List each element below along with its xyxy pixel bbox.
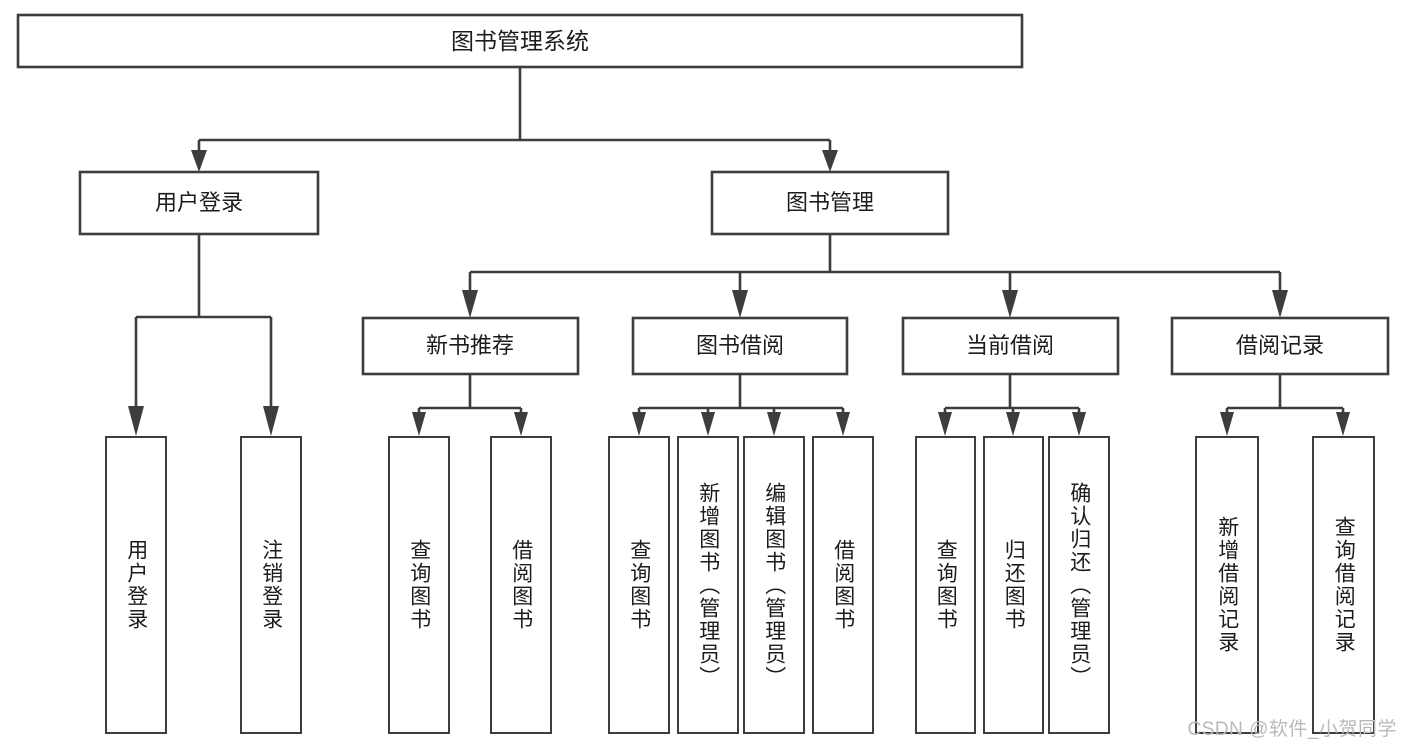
leaf-borrowrecord-add-record[interactable]: 新增借阅记录 [1195, 436, 1259, 734]
leaf-currentborrow-confirm-return-admin-label: 确认归还（管理员） [1067, 481, 1091, 689]
leaf-user-login-label: 用户登录 [124, 539, 148, 631]
nodes-layer: 图书管理系统 用户登录 图书管理 新书推荐 图书借阅 当前借阅 借阅记录 [16, 13, 1390, 376]
leaf-currentborrow-return-book-label: 归还图书 [1002, 539, 1026, 631]
arrow-to-leaf-user-login [128, 406, 144, 436]
arrow-to-book-borrow [732, 290, 748, 318]
edges-layer [128, 67, 1350, 436]
arrow-to-newbook-leaf-1 [412, 412, 426, 436]
leaf-currentborrow-query-book[interactable]: 查询图书 [915, 436, 976, 734]
leaf-bookborrow-edit-book-admin-label: 编辑图书（管理员） [762, 481, 786, 689]
node-borrow-record[interactable]: 借阅记录 [1170, 316, 1390, 376]
leaf-borrowrecord-query-record-label: 查询借阅记录 [1332, 516, 1356, 654]
arrow-to-bookborrow-leaf-2 [701, 412, 715, 436]
leaf-newbook-borrow-book[interactable]: 借阅图书 [490, 436, 552, 734]
leaf-logout-login[interactable]: 注销登录 [240, 436, 302, 734]
leaf-logout-login-label: 注销登录 [259, 539, 283, 631]
node-user-login-label: 用户登录 [155, 190, 243, 215]
arrow-to-bookborrow-leaf-4 [836, 412, 850, 436]
arrow-to-currentborrow-leaf-2 [1006, 412, 1020, 436]
arrow-to-borrowrecord-leaf-2 [1336, 412, 1350, 436]
leaf-bookborrow-edit-book-admin[interactable]: 编辑图书（管理员） [743, 436, 805, 734]
leaf-borrowrecord-query-record[interactable]: 查询借阅记录 [1312, 436, 1375, 734]
leaf-bookborrow-add-book-admin-label: 新增图书（管理员） [696, 481, 720, 689]
leaf-bookborrow-borrow-book[interactable]: 借阅图书 [812, 436, 874, 734]
node-book-management-box[interactable] [710, 170, 950, 236]
arrow-to-new-book-recommend [462, 290, 478, 318]
arrow-to-leaf-logout [263, 406, 279, 436]
leaf-currentborrow-confirm-return-admin[interactable]: 确认归还（管理员） [1048, 436, 1110, 734]
leaf-borrowrecord-add-record-label: 新增借阅记录 [1215, 516, 1239, 654]
node-root-label: 图书管理系统 [451, 28, 589, 54]
leaf-bookborrow-borrow-book-label: 借阅图书 [831, 539, 855, 631]
leaf-currentborrow-return-book[interactable]: 归还图书 [983, 436, 1044, 734]
arrow-to-newbook-leaf-2 [514, 412, 528, 436]
arrow-to-borrow-record [1272, 290, 1288, 318]
leaf-newbook-query-book-label: 查询图书 [407, 539, 431, 631]
node-new-book-recommend[interactable]: 新书推荐 [361, 316, 580, 376]
leaf-bookborrow-add-book-admin[interactable]: 新增图书（管理员） [677, 436, 739, 734]
leaf-newbook-borrow-book-label: 借阅图书 [509, 539, 533, 631]
leaf-bookborrow-query-book[interactable]: 查询图书 [608, 436, 670, 734]
node-root-book-management-system[interactable]: 图书管理系统 [16, 13, 1024, 69]
node-book-management[interactable]: 图书管理 [710, 170, 950, 236]
node-book-borrow[interactable]: 图书借阅 [631, 316, 849, 376]
arrow-to-currentborrow-leaf-1 [938, 412, 952, 436]
node-current-borrow-label: 当前借阅 [966, 333, 1054, 358]
leaf-bookborrow-query-book-label: 查询图书 [627, 539, 651, 631]
leaf-user-login[interactable]: 用户登录 [105, 436, 167, 734]
arrow-to-user-login [191, 150, 207, 172]
arrow-to-currentborrow-leaf-3 [1072, 412, 1086, 436]
arrow-to-bookborrow-leaf-1 [632, 412, 646, 436]
node-new-book-recommend-box[interactable] [361, 316, 580, 376]
arrow-to-current-borrow [1002, 290, 1018, 318]
leaf-newbook-query-book[interactable]: 查询图书 [388, 436, 450, 734]
node-current-borrow[interactable]: 当前借阅 [901, 316, 1120, 376]
node-root-box[interactable] [16, 13, 1024, 69]
leaf-currentborrow-query-book-label: 查询图书 [934, 539, 958, 631]
node-borrow-record-label: 借阅记录 [1236, 333, 1324, 358]
node-current-borrow-box[interactable] [901, 316, 1120, 376]
arrow-to-bookborrow-leaf-3 [767, 412, 781, 436]
arrow-to-book-manage [822, 150, 838, 172]
node-new-book-recommend-label: 新书推荐 [426, 333, 514, 358]
node-book-management-label: 图书管理 [786, 190, 874, 215]
node-borrow-record-box[interactable] [1170, 316, 1390, 376]
node-book-borrow-box[interactable] [631, 316, 849, 376]
node-user-login[interactable]: 用户登录 [78, 170, 320, 236]
arrow-to-borrowrecord-leaf-1 [1220, 412, 1234, 436]
node-user-login-box[interactable] [78, 170, 320, 236]
node-book-borrow-label: 图书借阅 [696, 333, 784, 358]
